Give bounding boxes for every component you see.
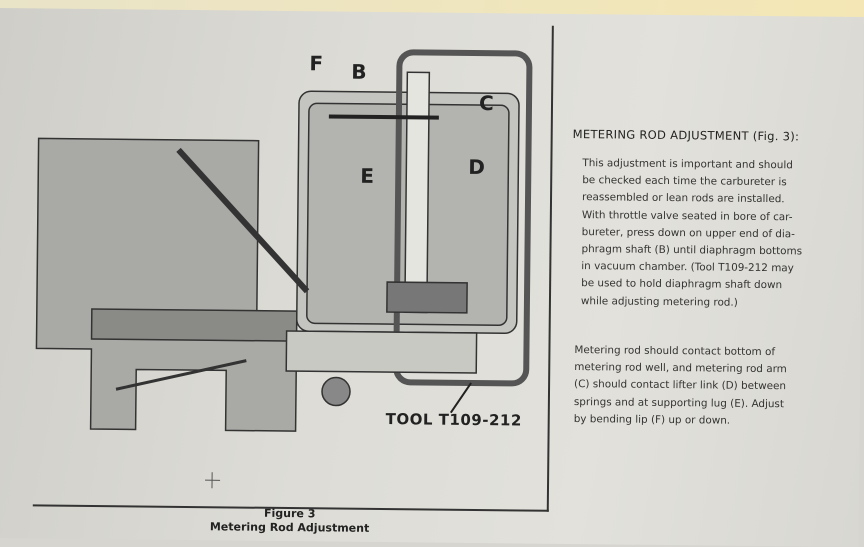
carburetor-diagram <box>35 49 533 489</box>
tool-label: TOOL T109-212 <box>385 410 522 430</box>
text-line: reassembled or lean rods are installed. <box>581 191 785 206</box>
text-line: be used to hold diaphragm shaft down <box>581 277 783 292</box>
paragraph-1: This adjustment is important and should … <box>581 155 803 312</box>
figure-number: Figure 3 <box>263 506 316 521</box>
text-line: springs and at supporting lug (E). Adjus… <box>573 395 785 410</box>
text-line: by bending lip (F) up or down. <box>573 412 731 427</box>
text-line: (C) should contact lifter link (D) betwe… <box>574 378 787 393</box>
label-e: E <box>360 163 375 188</box>
paragraph-2: Metering rod should contact bottom of me… <box>574 342 787 430</box>
label-f: F <box>309 51 324 76</box>
document-page: F B C D E TOOL T109-212 Figure 3 Meterin… <box>0 8 864 547</box>
figure-caption: Metering Rod Adjustment <box>209 520 370 535</box>
label-c: C <box>478 91 494 116</box>
label-b: B <box>351 59 367 84</box>
text-line: With throttle valve seated in bore of ca… <box>581 208 793 223</box>
text-line: Metering rod should contact bottom of <box>574 344 776 359</box>
section-heading: METERING ROD ADJUSTMENT (Fig. 3): <box>572 127 800 144</box>
text-line: metering rod well, and metering rod arm <box>574 361 787 376</box>
text-line: while adjusting metering rod.) <box>580 294 738 309</box>
label-d: D <box>468 154 486 180</box>
